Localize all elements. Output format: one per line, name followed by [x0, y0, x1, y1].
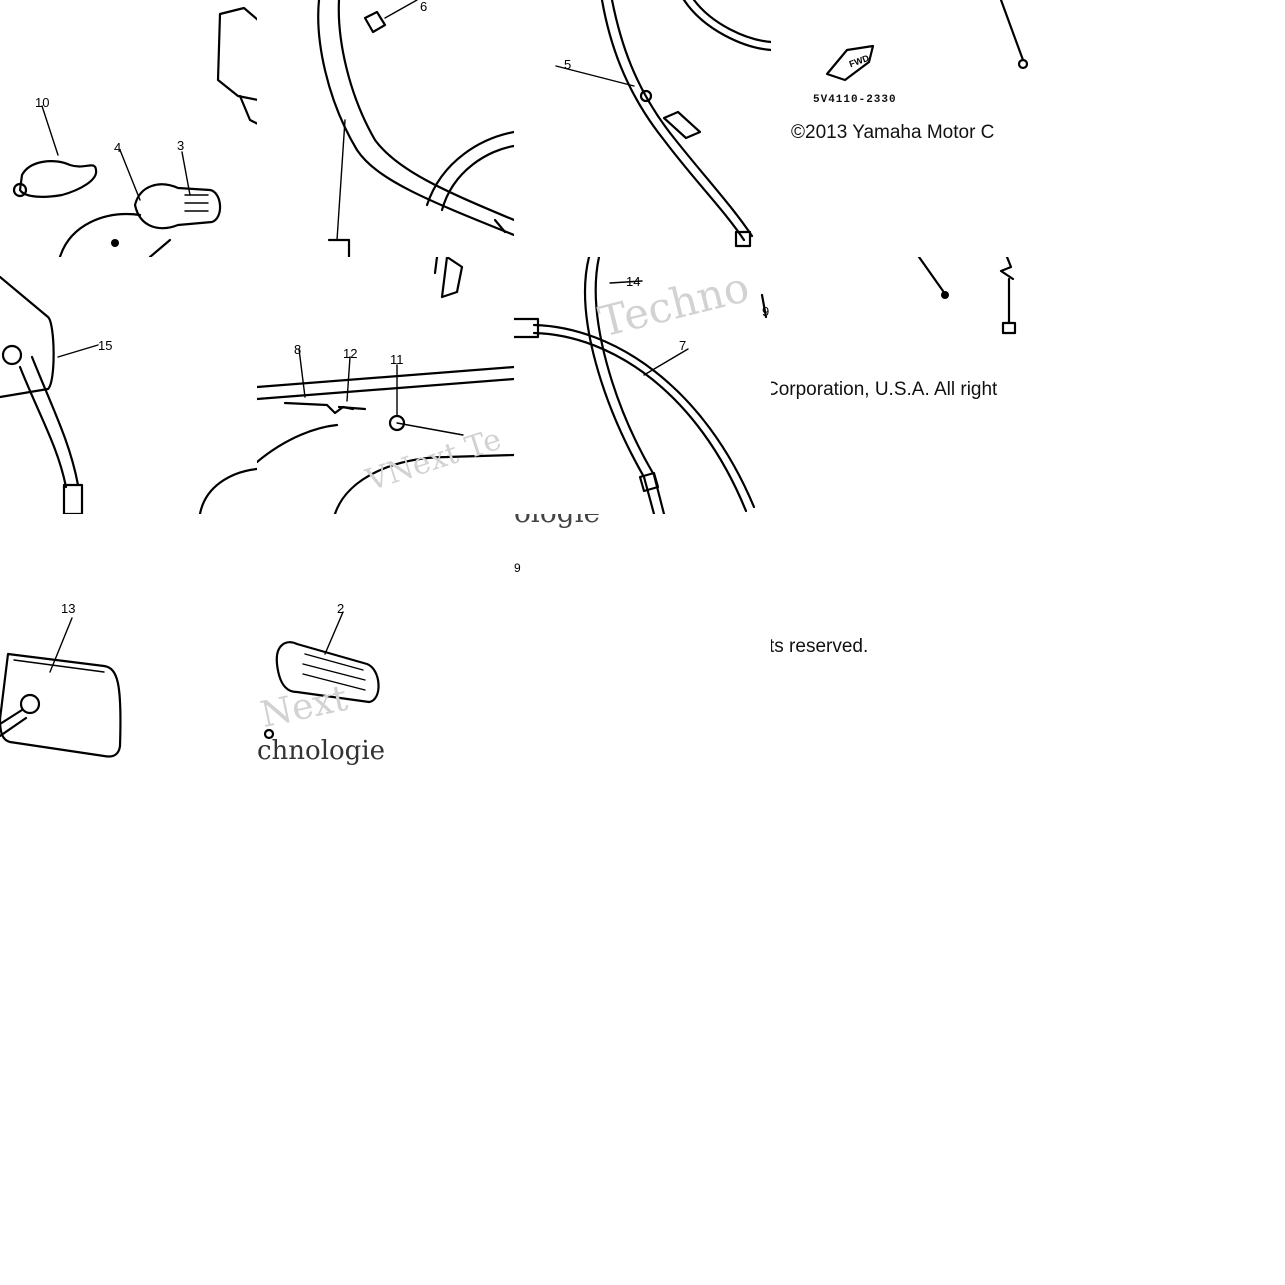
fwd-tag-drawing	[825, 0, 1028, 82]
tile-grip: 2 Next chnologie	[257, 514, 514, 771]
callout-9-left: 9	[514, 561, 521, 575]
callout-9-right: 9	[762, 304, 770, 319]
grip-drawing	[263, 611, 380, 740]
clutch-cable-drawing	[555, 0, 771, 248]
tile-mirror-left: 13	[0, 514, 257, 771]
callout-7: 7	[679, 338, 687, 353]
tile-handlebar: 6	[257, 0, 514, 257]
callout-5: 5	[564, 57, 572, 72]
callout-4: 4	[114, 140, 122, 155]
callout-8: 8	[294, 342, 302, 357]
callout-14: 14	[626, 274, 641, 289]
brake-cable-drawing	[514, 257, 768, 514]
callout-10: 10	[35, 95, 50, 110]
callout-12: 12	[343, 346, 358, 361]
callout-2: 2	[337, 601, 345, 616]
callout-3: 3	[177, 138, 185, 153]
callout-15: 15	[98, 338, 113, 353]
tile-brake-cable: 14 7 9 Techno	[514, 257, 771, 514]
watermark-ologie: ologie	[514, 514, 600, 529]
mirror-left-drawing	[0, 617, 122, 758]
tile-fwd-tag: FWD 5V4110-2330 ©2013 Yamaha Motor C	[771, 0, 1028, 257]
tile-throttle-cable: 8 12 11 VNext Te	[257, 257, 514, 514]
callout-11: 11	[390, 352, 404, 367]
watermark-chnologie: chnologie	[257, 736, 386, 766]
part-code: 5V4110-2330	[813, 94, 897, 106]
callout-13: 13	[61, 601, 76, 616]
tile-clutch-cable: 5	[514, 0, 771, 257]
tile-throttle-grip: 10 4 3	[0, 0, 257, 257]
mirror-right-drawing	[0, 275, 257, 514]
cable-ends-drawing	[917, 257, 1017, 335]
copyright-part-2: Corporation, U.S.A. All right	[771, 379, 998, 400]
callout-6: 6	[420, 0, 428, 14]
handlebar-drawing	[317, 0, 514, 257]
tile-fragment: ologie 9	[514, 514, 654, 574]
copyright-part-3: ts reserved.	[771, 636, 869, 657]
copyright-part-1: ©2013 Yamaha Motor C	[791, 122, 995, 143]
tile-copyright-end: ts reserved.	[771, 514, 1028, 771]
tile-cable-ends: Corporation, U.S.A. All right	[771, 257, 1028, 514]
throttle-cable-drawing	[257, 257, 514, 514]
tile-mirror-right: 15	[0, 257, 257, 514]
throttle-grip-drawing	[12, 6, 257, 257]
